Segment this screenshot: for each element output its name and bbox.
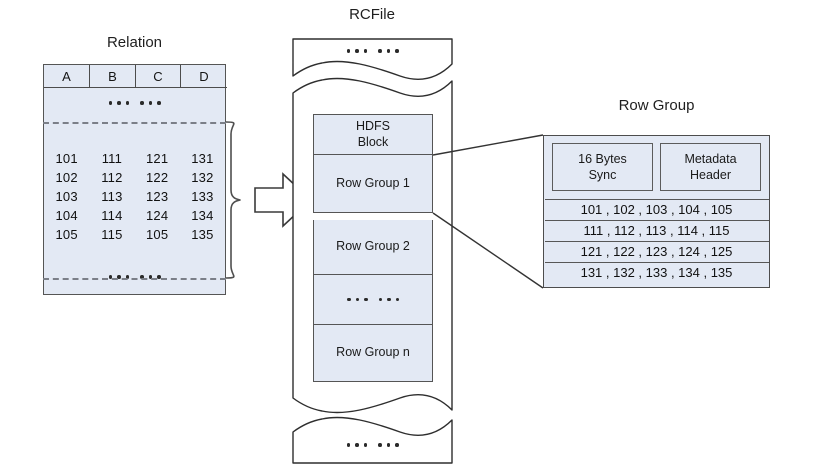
row-group-1-label: Row Group 1 (336, 175, 410, 190)
relation-cell: 103 (55, 189, 78, 204)
relation-cell: 132 (191, 170, 214, 185)
column-data-row: 111 , 112 , 113 , 114 , 115 (544, 220, 769, 239)
relation-column-header-b: B (90, 65, 136, 88)
metadata-label-line2: Header (690, 168, 731, 182)
sync-label-line1: 16 Bytes (578, 151, 627, 166)
relation-cell: 115 (101, 227, 123, 242)
relation-cell: 114 (101, 208, 123, 223)
relation-title: Relation (106, 34, 163, 51)
row-group-n-cell: Row Group n (313, 325, 433, 382)
relation-cell: 112 (101, 170, 123, 185)
rcfile-ellipsis-top (293, 49, 452, 53)
rowgroup-title: Row Group (618, 97, 695, 114)
selection-dash-bottom (43, 278, 226, 280)
hdfs-block-stack: HDFS Block Row Group 1 Row Group 2 Row G… (313, 114, 433, 382)
relation-cell: 111 (101, 151, 123, 166)
row-group-detail-panel: 16 Bytes Sync Metadata Header 101 , 102 … (543, 135, 770, 288)
rcfile-ellipsis-bottom (293, 443, 452, 447)
row-group-1-cell: Row Group 1 (313, 155, 433, 213)
relation-row: 102 112 122 132 (44, 168, 225, 187)
relation-cell: 102 (55, 170, 78, 185)
hdfs-block-cell: HDFS Block (313, 114, 433, 155)
metadata-label-line1: Metadata (684, 151, 737, 166)
ellipsis-dots (108, 275, 161, 279)
sync-label-line2: Sync (588, 168, 617, 182)
relation-cell: 131 (191, 151, 214, 166)
relation-cell: 124 (145, 208, 169, 223)
relation-cell: 122 (145, 170, 169, 185)
relation-cell: 101 (55, 151, 78, 166)
rcfile-top-fragment (292, 38, 453, 80)
hdfs-block-label-line1: HDFS (355, 118, 391, 133)
relation-row: 104 114 124 134 (44, 206, 225, 225)
row-group-ellipsis-cell (313, 275, 433, 325)
metadata-header-box: Metadata Header (660, 143, 761, 191)
connector-line-top (432, 134, 544, 156)
column-data-row: 101 , 102 , 103 , 104 , 105 (544, 199, 769, 218)
ellipsis-dots (346, 49, 399, 53)
ellipsis-dots (347, 297, 399, 302)
sync-marker-box: 16 Bytes Sync (552, 143, 653, 191)
relation-table: A B C D 101 111 121 131 102 112 122 132 … (43, 64, 227, 295)
relation-cell: 104 (55, 208, 78, 223)
row-group-2-cell: Row Group 2 (313, 220, 433, 275)
relation-column-header-a: A (44, 65, 90, 88)
relation-row: 105 115 105 135 (44, 225, 225, 244)
relation-cell: 123 (145, 189, 169, 204)
flow-arrow-icon (254, 172, 313, 228)
row-group-2-label: Row Group 2 (336, 239, 410, 254)
relation-column-header-d: D (181, 65, 227, 88)
relation-cell: 134 (191, 208, 214, 223)
grouping-brace-icon (225, 121, 241, 279)
selection-dash-top (43, 122, 226, 124)
relation-cell: 105 (145, 227, 169, 242)
relation-cell: 133 (191, 189, 214, 204)
ellipsis-dots (346, 443, 399, 447)
relation-column-header-c: C (136, 65, 181, 88)
relation-row: 103 113 123 133 (44, 187, 225, 206)
relation-cell: 121 (145, 151, 169, 166)
connector-line-bottom (432, 212, 544, 289)
hdfs-block-label-line2: Block (357, 134, 389, 149)
column-data-row: 121 , 122 , 123 , 124 , 125 (544, 241, 769, 260)
relation-ellipsis-top (44, 91, 225, 115)
column-data-row: 131 , 132 , 133 , 134 , 135 (544, 262, 769, 281)
rcfile-bottom-fragment (292, 416, 453, 464)
relation-cell: 135 (191, 227, 214, 242)
relation-cell: 105 (55, 227, 78, 242)
rcfile-title: RCFile (349, 6, 395, 23)
relation-row: 101 111 121 131 (44, 149, 225, 168)
relation-cell: 113 (101, 189, 123, 204)
relation-ellipsis-bottom (44, 260, 225, 294)
ellipsis-dots (108, 101, 161, 105)
row-group-n-label: Row Group n (336, 345, 410, 360)
